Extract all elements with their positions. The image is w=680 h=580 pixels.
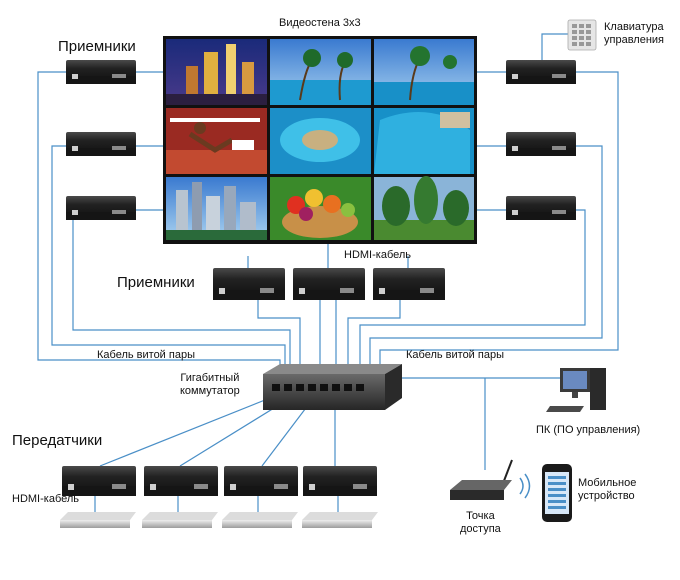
receiver-right-2 — [506, 132, 576, 156]
receiver-right-3 — [506, 196, 576, 220]
cable-bottom-receiver-1 — [257, 300, 301, 372]
gigabit-switch — [263, 364, 402, 410]
receiver-bottom-3 — [373, 268, 445, 300]
cable-right-receiver-1 — [379, 71, 619, 372]
cable-left-receiver-2 — [51, 145, 286, 372]
video-tile-2 — [270, 39, 371, 105]
video-tile-1 — [166, 39, 267, 105]
label-keypad: Клавиатура управления — [604, 21, 664, 46]
video-tile-7 — [166, 177, 267, 240]
label-access-point: Точка доступа — [460, 510, 501, 535]
label-hdmi-cable-top: HDMI-кабель — [344, 249, 412, 261]
label-mobile: Мобильное устройство — [578, 477, 637, 502]
label-twisted-pair-left: Кабель витой пары — [97, 349, 195, 361]
receiver-left-2 — [66, 132, 136, 156]
label-transmitters: Передатчики — [12, 432, 103, 449]
video-tile-6 — [374, 108, 474, 174]
receivers — [66, 60, 576, 300]
transmitter-2 — [144, 466, 218, 496]
video-tile-9 — [374, 176, 474, 240]
hdmi-source-1 — [60, 512, 136, 528]
label-videowall: Видеостена 3x3 — [279, 17, 361, 29]
video-tile-3 — [374, 39, 474, 105]
label-switch: Гигабитный коммутатор — [180, 372, 240, 397]
label-receivers-bottom: Приемники — [117, 274, 195, 291]
keypad-device — [567, 19, 597, 51]
receiver-left-3 — [66, 196, 136, 220]
cable-bottom-receiver-3 — [347, 300, 401, 372]
label-hdmi-cable-bottom: HDMI-кабель — [12, 493, 80, 505]
receiver-bottom-2 — [293, 268, 365, 300]
hdmi-source-3 — [222, 512, 298, 528]
hdmi-source-4 — [302, 512, 378, 528]
mobile-device — [542, 464, 572, 522]
video-tile-8 — [270, 177, 371, 240]
transmitter-3 — [224, 466, 298, 496]
hdmi-sources — [60, 512, 378, 528]
video-tile-5 — [270, 108, 371, 174]
label-twisted-pair-right: Кабель витой пары — [406, 349, 504, 361]
cable-right-receiver-3 — [359, 209, 586, 372]
transmitter-4 — [303, 466, 377, 496]
label-pc: ПК (ПО управления) — [536, 424, 641, 436]
cable-tx-1 — [99, 391, 286, 467]
access-point-device — [450, 459, 531, 500]
transmitters — [62, 466, 377, 496]
video-tile-4 — [166, 108, 267, 174]
control-pc — [546, 368, 606, 412]
hdmi-source-2 — [142, 512, 218, 528]
video-wall — [163, 36, 477, 244]
label-receivers-left: Приемники — [58, 38, 136, 55]
transmitter-1 — [62, 466, 136, 496]
receiver-bottom-1 — [213, 268, 285, 300]
cable-right-receiver-2 — [369, 145, 603, 372]
cable-keypad — [541, 33, 568, 62]
receiver-right-1 — [506, 60, 576, 84]
receiver-left-1 — [66, 60, 136, 84]
